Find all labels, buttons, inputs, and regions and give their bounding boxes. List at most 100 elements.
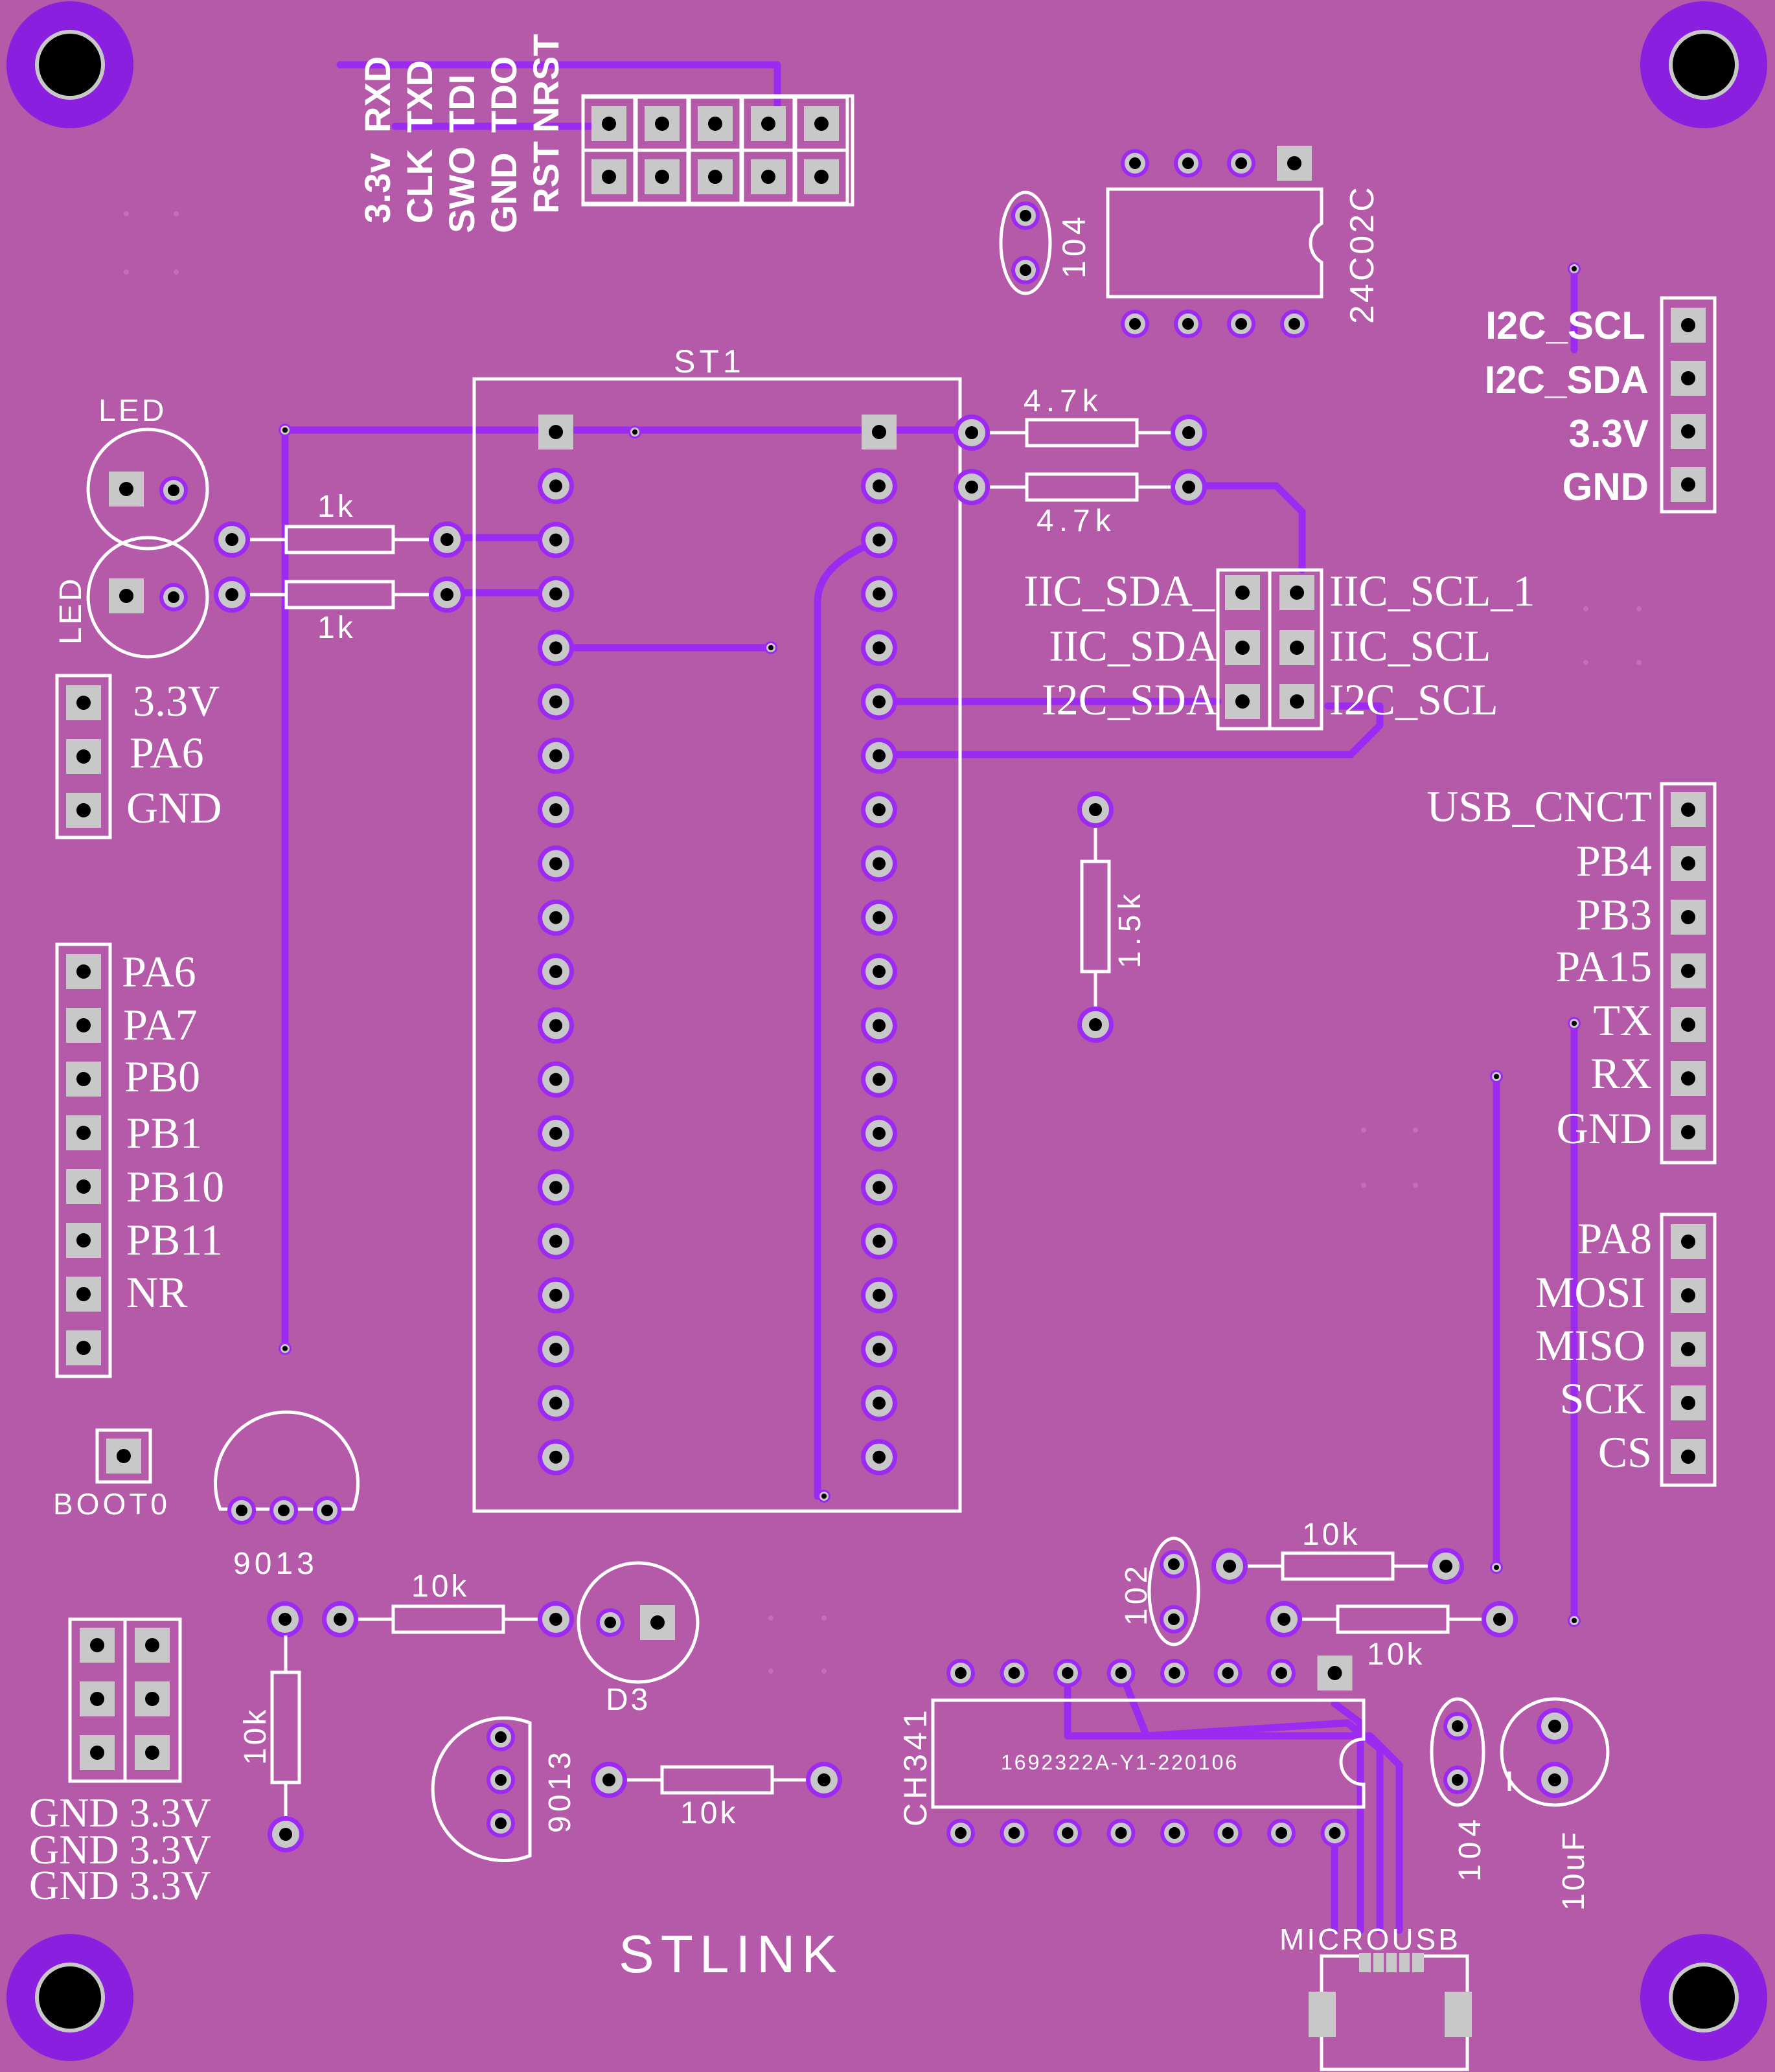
- spi-pad: [1671, 1224, 1706, 1259]
- mcu-pad: [861, 791, 897, 828]
- ch341-pad: [946, 1819, 975, 1847]
- gpio-pad: [66, 1330, 101, 1365]
- status-leds: LED LED: [54, 394, 209, 659]
- gpio-label-2: PB0: [124, 1052, 200, 1101]
- spi-label-1: MOSI: [1535, 1268, 1645, 1317]
- eeprom-ref: 24C02C: [1344, 185, 1381, 324]
- led-d3: D3: [577, 1561, 700, 1717]
- swd-pad: [751, 106, 786, 141]
- swd-bottom-label-4: RST: [525, 141, 566, 214]
- power-row-0: GND 3.3V: [29, 1790, 211, 1836]
- mcu-pad: [861, 1439, 897, 1475]
- ch341-part: 1692322A-Y1-220106: [1001, 1751, 1239, 1774]
- ch341-pad: [1106, 1659, 1136, 1687]
- usb-label-1: PB4: [1576, 836, 1652, 885]
- iic-right-0: IIC_SCL_1: [1329, 566, 1535, 615]
- swd-top-label-4: NRST: [525, 34, 566, 133]
- led-d3-label: D3: [606, 1683, 650, 1717]
- i2c-label-3: GND: [1563, 465, 1649, 508]
- boot-label: BOOT0: [53, 1487, 170, 1521]
- transistor-a-label: 9013: [233, 1547, 318, 1581]
- usb-label-0: USB_CNCT: [1426, 782, 1652, 831]
- eeprom-pad: [1277, 146, 1312, 181]
- mcu-pad: [861, 1385, 897, 1422]
- gpio-pad: [66, 1062, 101, 1097]
- mcu-ref: ST1: [674, 343, 745, 380]
- ch341-pad: [1053, 1819, 1082, 1847]
- mcu-pad: [538, 845, 574, 882]
- ch341-pad: [1000, 1819, 1029, 1847]
- eeprom-24c02c: 24C02C 104: [999, 146, 1381, 338]
- ch341-pad: [1106, 1819, 1136, 1847]
- ch341-pad: [1267, 1659, 1296, 1687]
- spi-pad: [1671, 1332, 1706, 1367]
- mcu-pad: [861, 1115, 897, 1152]
- ch341-pad: [1317, 1656, 1353, 1691]
- boot0-pad: BOOT0: [53, 1428, 170, 1521]
- mcu-pad: [861, 953, 897, 990]
- resistor-10k-c: 10k: [591, 1762, 842, 1830]
- pwr-label-1: PA6: [130, 728, 204, 777]
- mcu-pad: [538, 791, 574, 828]
- swd-pad: [698, 159, 733, 194]
- ch341-pad: [1267, 1819, 1296, 1847]
- mcu-pad: [861, 1223, 897, 1260]
- eeprom-cap-label: 104: [1056, 213, 1092, 279]
- gpio-header: PA6 PA7 PB0 PB1 PB10 PB11 NR: [55, 942, 224, 1378]
- ch341-pad: [1000, 1659, 1029, 1687]
- mcu-pad: [861, 845, 897, 882]
- led-top-label: LED: [98, 394, 166, 428]
- swd-pad: [591, 159, 626, 194]
- usb-pad: [1671, 792, 1706, 827]
- swd-top-label-2: TDI: [441, 74, 482, 133]
- gpio-pad: [66, 1008, 101, 1043]
- mcu-pad: [538, 1223, 574, 1260]
- gpio-label-1: PA7: [123, 1000, 198, 1049]
- mcu-pad: [538, 1169, 574, 1206]
- mcu-pad: [538, 575, 574, 612]
- ch341-pad: [1213, 1659, 1242, 1687]
- mcu-pad: [861, 630, 897, 666]
- spi-pad: [1671, 1385, 1706, 1420]
- resistor-10k-a: 10k: [267, 1569, 574, 1637]
- resistor-10k-a-label: 10k: [411, 1569, 469, 1604]
- usb-label-2: PB3: [1576, 890, 1652, 939]
- mcu-pad: [861, 575, 897, 612]
- usb-pad: [1671, 1007, 1706, 1042]
- mcu-pad: [861, 1331, 897, 1368]
- gpio-label-3: PB1: [126, 1108, 202, 1157]
- ch341-pad: [1213, 1819, 1242, 1847]
- iic-right-1: IIC_SCL: [1329, 621, 1491, 670]
- gpio-label-0: PA6: [122, 947, 196, 996]
- cap-102-and-resistors: 102 10k 10k: [1119, 1518, 1581, 1672]
- gpio-label-6: NR: [126, 1268, 188, 1317]
- swd-pad: [645, 159, 680, 194]
- i2c-pad: [1671, 308, 1706, 343]
- ch341-pad: [1320, 1819, 1349, 1847]
- swd-pad: [804, 159, 839, 194]
- cap-10uf-label: 10uF: [1557, 1830, 1591, 1911]
- pwr-header: 3.3V PA6 GND: [55, 674, 222, 839]
- caps-usb: 104 10uF: [1430, 1697, 1610, 1911]
- board-title: STLINK: [619, 1925, 843, 1984]
- gpio-pad: [66, 1223, 101, 1258]
- mcu-pad: [861, 899, 897, 936]
- ch341-pad: [946, 1659, 975, 1687]
- ch341-pad: [1160, 1819, 1189, 1847]
- i2c-label-2: 3.3V: [1569, 412, 1649, 455]
- mcu-pad: [538, 899, 574, 936]
- mcu-pad: [538, 1061, 574, 1098]
- usb-header: USB_CNCT PB4 PB3 PA15 TX RX GND: [1426, 782, 1717, 1165]
- resistors-1k: 1k 1k: [214, 490, 465, 645]
- spi-header: PA8 MOSI MISO SCK CS: [1535, 1212, 1717, 1487]
- pwr-pad: [66, 685, 101, 720]
- mcu-st1: ST1: [279, 343, 962, 1513]
- mcu-pad: [861, 1061, 897, 1098]
- mcu-pad: [538, 1007, 574, 1044]
- gpio-label-4: PB10: [126, 1162, 224, 1211]
- iic-left-2: I2C_SDA: [1042, 675, 1218, 724]
- resistor-4k7-a-label: 4.7k: [1024, 384, 1103, 418]
- eeprom-pad: [1174, 310, 1202, 338]
- resistor-1k-a-label: 1k: [317, 490, 356, 524]
- mcu-pad: [861, 1169, 897, 1206]
